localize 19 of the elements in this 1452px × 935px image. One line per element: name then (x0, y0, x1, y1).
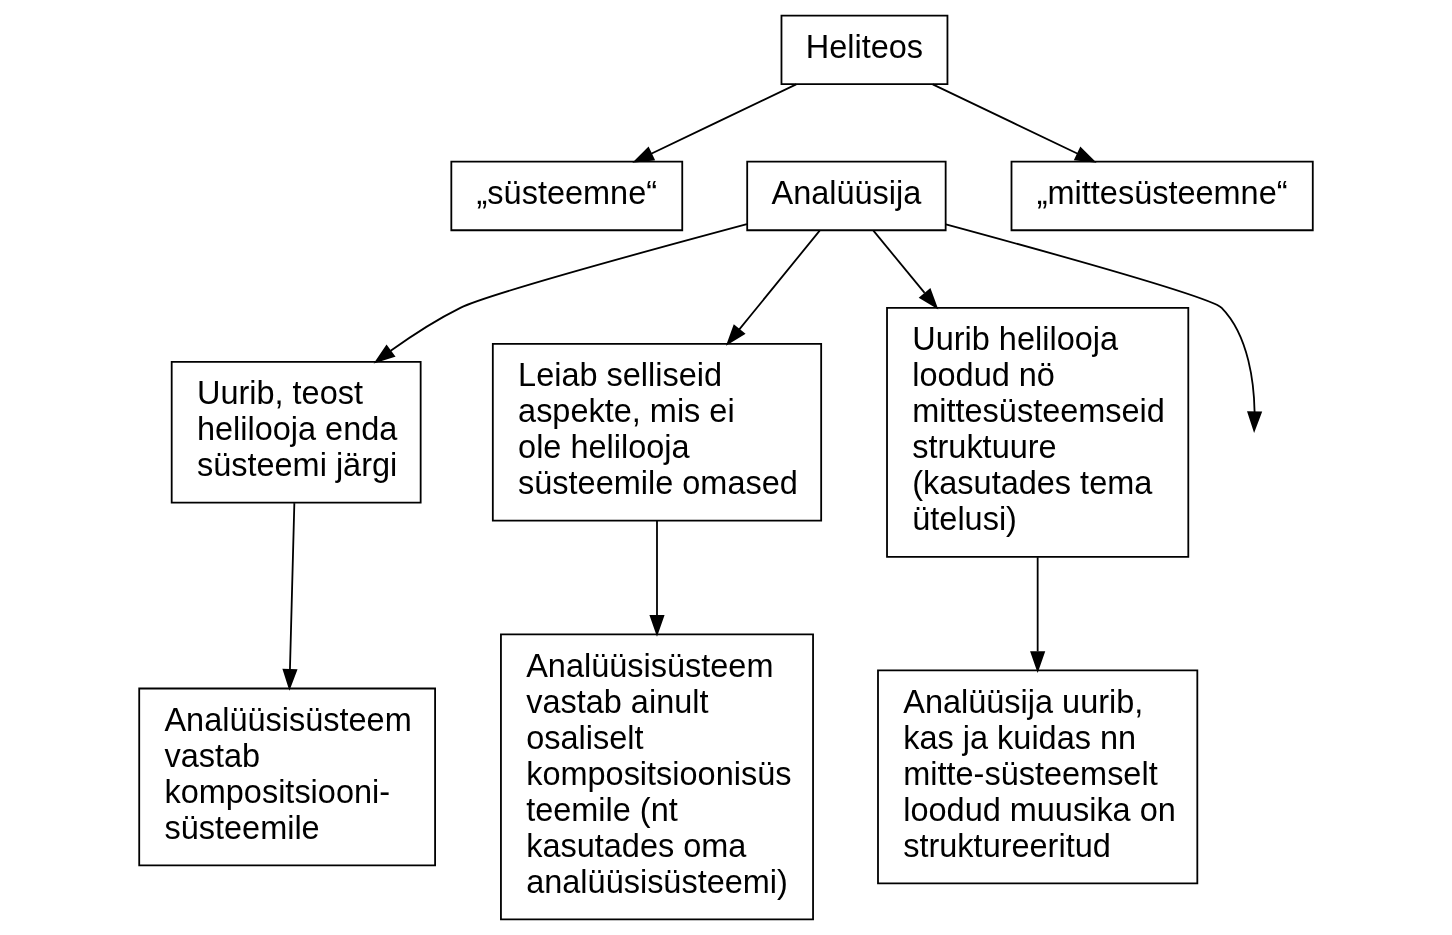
node-box: Analüüsisüsteem vastab ainult osaliselt kompositsioonisüs teemile (nt kasutades oma analüüsisüsteemi) (500, 633, 814, 921)
node-box: Leiab selliseid aspekte, mis ei ole helilooja süsteemile omased (491, 343, 823, 522)
node-box: Analüüsisüsteem vastab kompositsiooni- süsteemile (138, 687, 436, 867)
node-box: „mittesüsteemne“ (1010, 160, 1314, 232)
node-box: Uurib helilooja loodud nö mittesüsteemseid struktuure (kasutades tema ütelusi) (886, 306, 1190, 558)
node-box: Analüüsija uurib, kas ja kuidas nn mitte-süsteemselt loodud muusika on struktureeritud (877, 669, 1199, 885)
arrow (373, 223, 748, 364)
node-box: Heliteos (780, 14, 949, 86)
arrow (931, 83, 1097, 163)
node-box: Analüüsija (746, 160, 947, 232)
arrow (945, 223, 1263, 433)
arrow (282, 502, 298, 691)
arrow (872, 229, 939, 310)
node-box: Uurib, teost helilooja enda süsteemi järgi (170, 361, 422, 504)
node-box: „süsteemne“ (450, 160, 684, 232)
arrow (649, 520, 665, 637)
arrow (726, 229, 821, 346)
arrow (1030, 556, 1046, 673)
arrow (632, 83, 798, 163)
